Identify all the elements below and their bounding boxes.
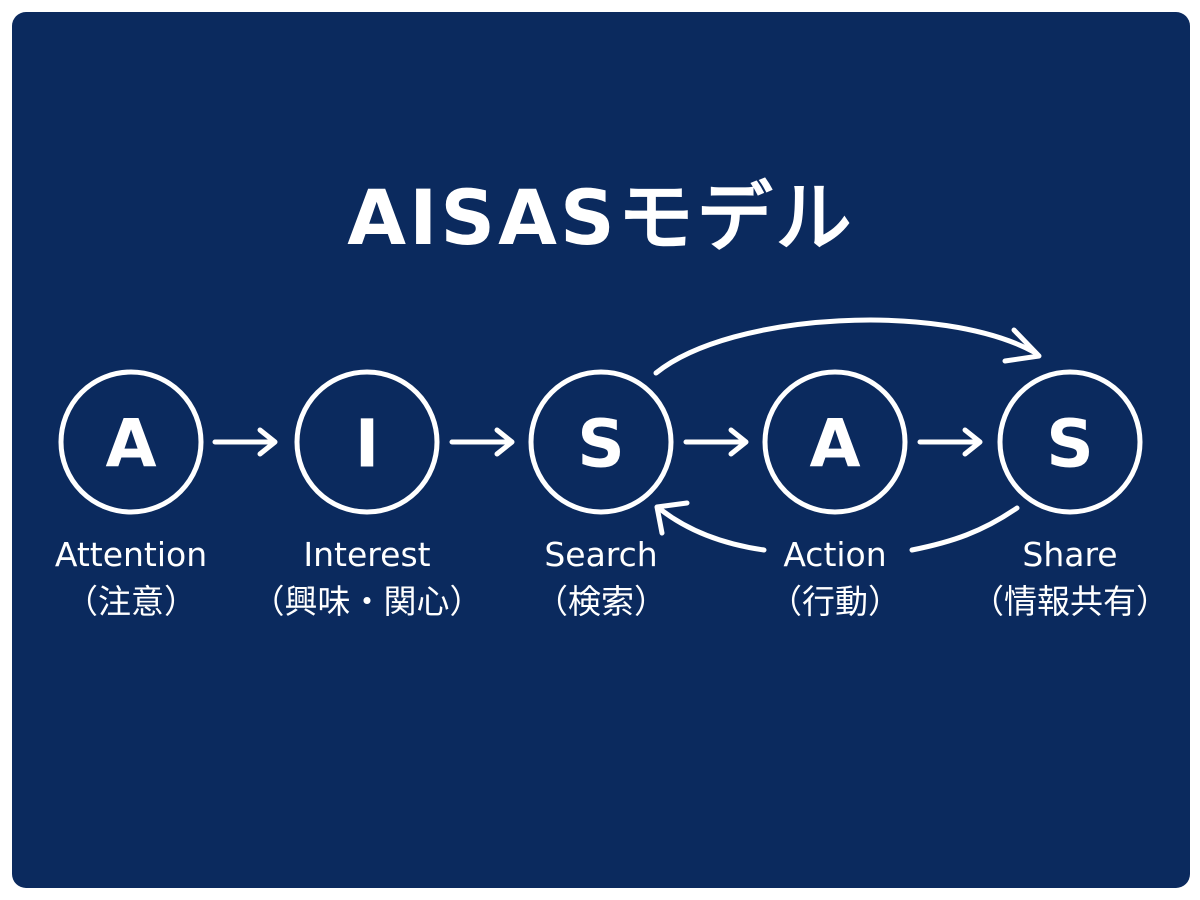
stage-label-interest: Interest （興味・関心） [247, 538, 487, 618]
arrowhead-share-to-search [654, 500, 690, 536]
stage-name-jp: （検索） [535, 582, 667, 621]
stage-name-en: Action [783, 535, 887, 574]
stage-circle [997, 369, 1143, 515]
stage-node-share: S [997, 369, 1143, 515]
curved-arrow-search-to-share [653, 317, 1037, 376]
diagram-panel: AISASモデル A I S A S [12, 12, 1190, 888]
stage-letter: A [105, 406, 156, 483]
arrow-attention-to-interest [212, 427, 278, 457]
stage-label-search: Search （検索） [481, 538, 721, 618]
stage-name-en: Search [544, 535, 658, 574]
stage-node-action: A [762, 369, 908, 515]
stage-name-jp: （情報共有） [971, 582, 1169, 621]
flow-diagram: A I S A S [58, 317, 1143, 553]
stage-node-search: S [528, 369, 674, 515]
diagram-title: AISASモデル [347, 173, 855, 262]
stage-name-jp: （注意） [65, 582, 197, 621]
arrowhead-search-to-share [1002, 327, 1042, 364]
stage-letter: A [809, 406, 860, 483]
stage-circle [528, 369, 674, 515]
stage-node-interest: I [294, 369, 440, 515]
stage-label-action: Action （行動） [715, 538, 955, 618]
curved-arrow-share-to-search [657, 505, 1020, 553]
stage-letter: S [1046, 406, 1094, 483]
stage-letter: I [355, 406, 380, 483]
arrow-search-to-action [683, 427, 749, 457]
stage-circle [58, 369, 204, 515]
stage-circle [762, 369, 908, 515]
stage-name-jp: （興味・関心） [251, 582, 483, 621]
stage-node-attention: A [58, 369, 204, 515]
stage-name-en: Share [1022, 535, 1118, 574]
stage-name-en: Attention [54, 535, 208, 574]
stage-label-attention: Attention （注意） [12, 538, 251, 618]
stage-name-jp: （行動） [769, 582, 901, 621]
arrow-interest-to-search [449, 427, 515, 457]
stage-letter: S [577, 406, 625, 483]
arrow-action-to-share [917, 427, 983, 457]
stage-name-en: Interest [303, 535, 431, 574]
stage-circle [294, 369, 440, 515]
stage-label-share: Share （情報共有） [950, 538, 1190, 618]
